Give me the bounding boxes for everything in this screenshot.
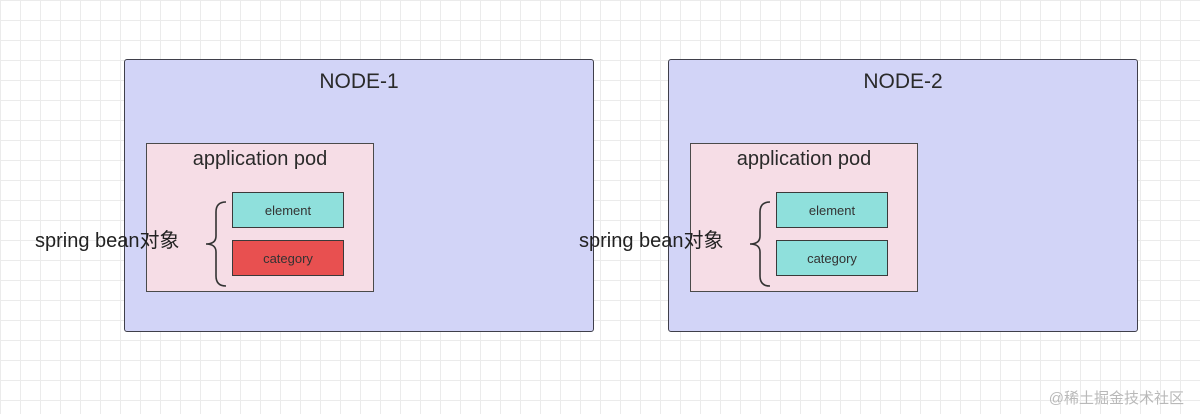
- node-1-application-pod: application pod element category: [146, 143, 374, 292]
- node-1-bean-category: category: [232, 240, 344, 276]
- node-2-application-pod: application pod element category: [690, 143, 918, 292]
- node-1-title: NODE-1: [319, 70, 399, 93]
- node-1-box: NODE-1 application pod element category: [124, 59, 594, 332]
- node-2-box: NODE-2 application pod element category: [668, 59, 1138, 332]
- watermark: @稀土掘金技术社区: [1048, 390, 1184, 407]
- node-1-pod-title: application pod: [192, 148, 328, 170]
- node-2-spring-bean-label: spring bean对象: [579, 230, 724, 252]
- node-2-pod-title: application pod: [736, 148, 872, 170]
- node-2-bean-category: category: [776, 240, 888, 276]
- node-2-bean-element: element: [776, 192, 888, 228]
- node-1-brace-icon: [205, 201, 227, 287]
- node-2-brace-icon: [749, 201, 771, 287]
- node-1-bean-element: element: [232, 192, 344, 228]
- node-2-title: NODE-2: [863, 70, 943, 93]
- node-1-spring-bean-label: spring bean对象: [35, 230, 180, 252]
